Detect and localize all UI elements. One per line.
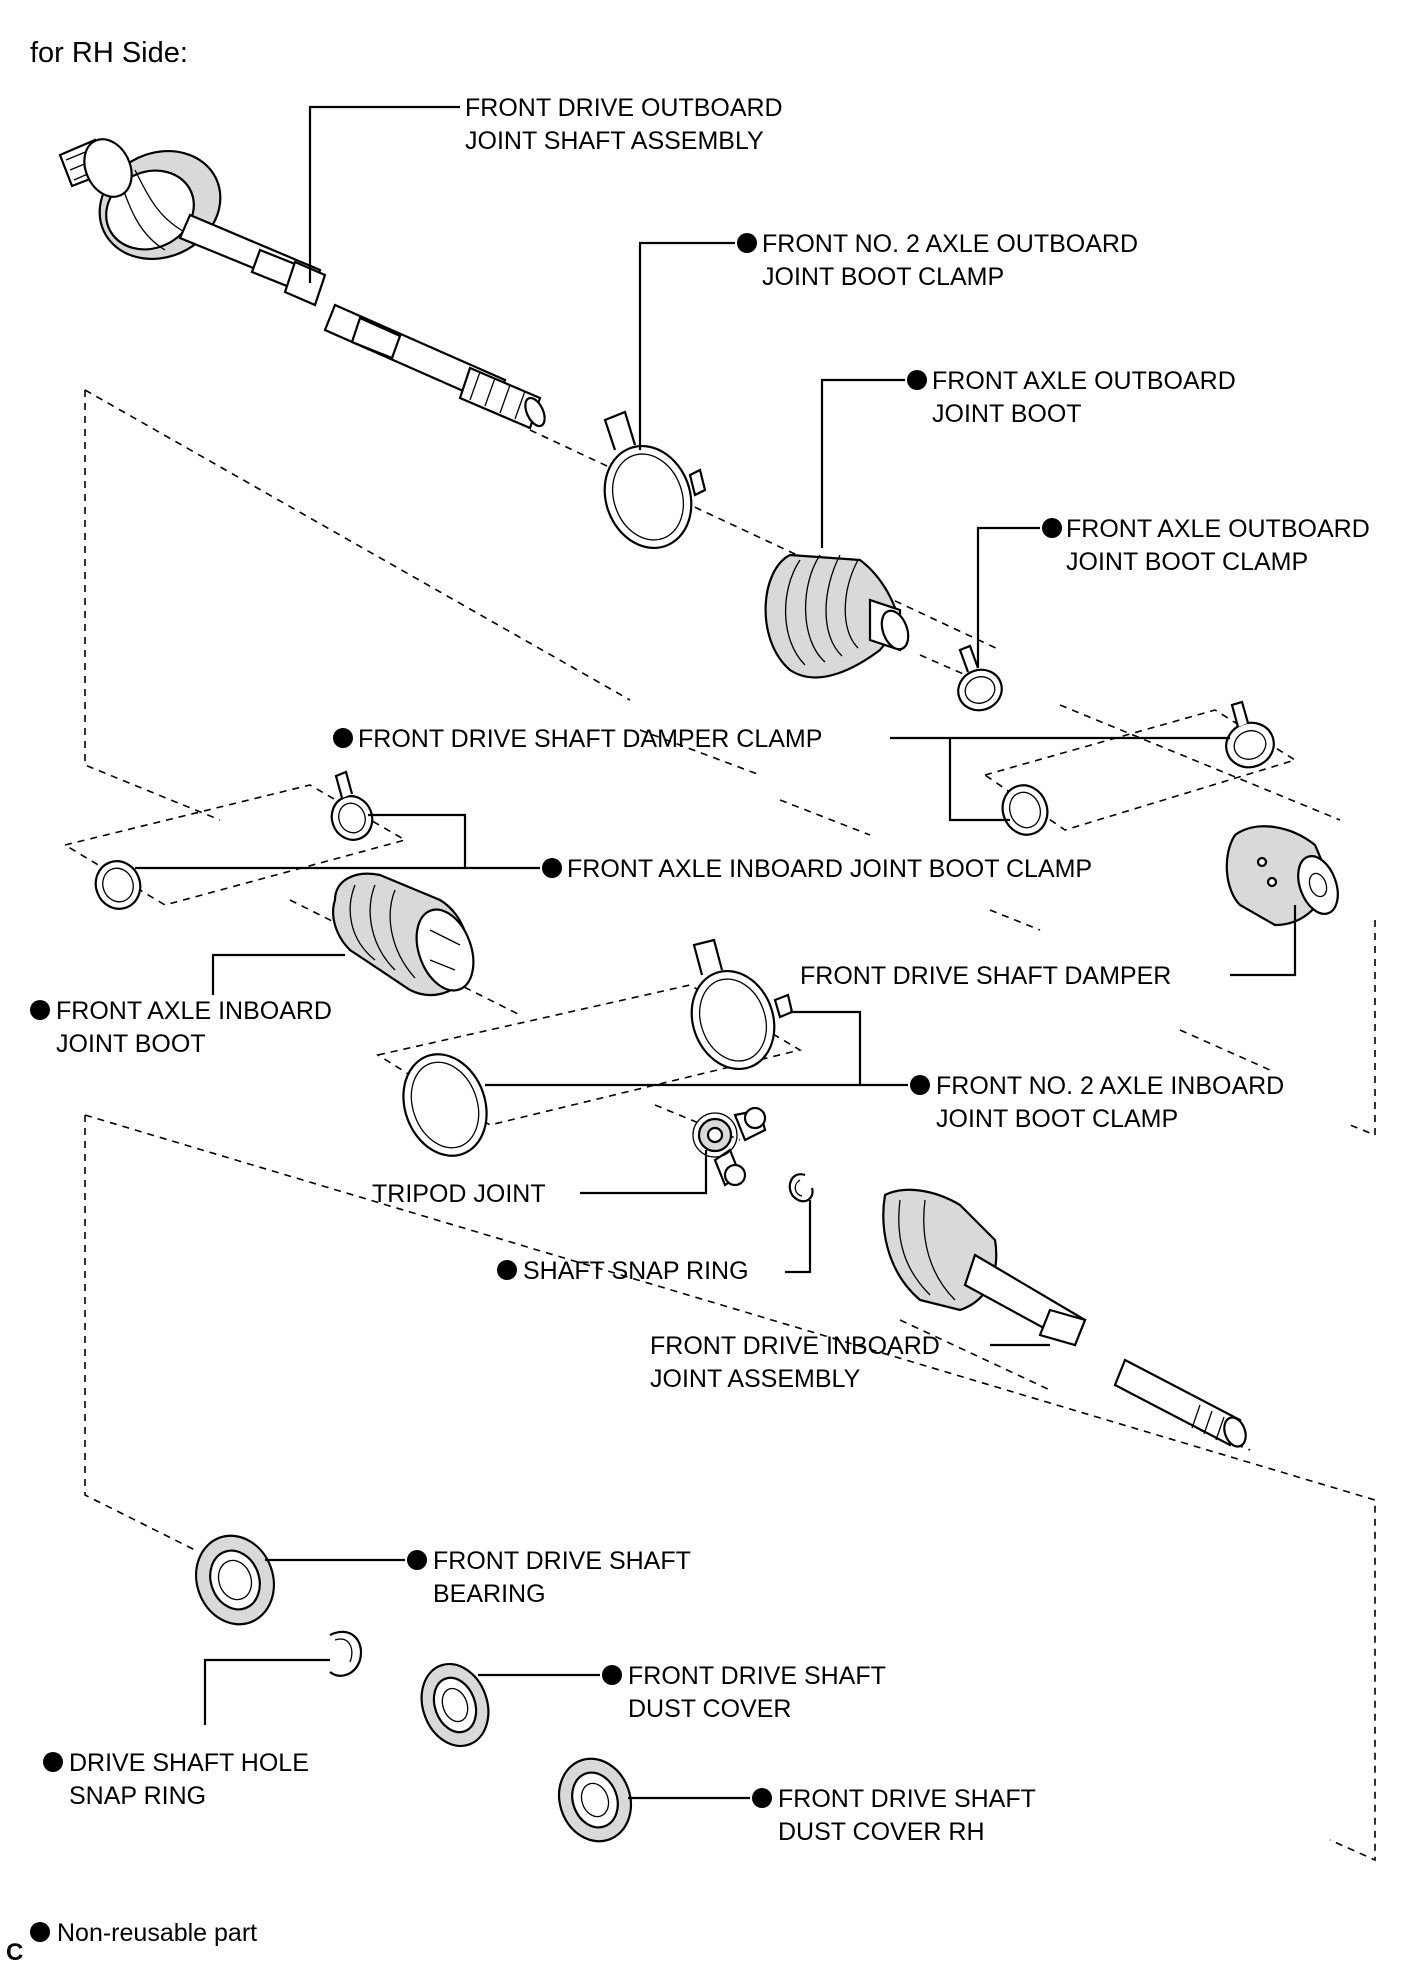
label-damper: FRONT DRIVE SHAFT DAMPER: [800, 962, 1171, 990]
dashed-guide-lines: [62, 389, 1376, 1862]
hole-snap-ring-drawing: [329, 1630, 363, 1677]
dust-cover-rh-drawing: [558, 1757, 632, 1843]
label-dust-cover-rh-1: FRONT DRIVE SHAFT: [778, 1785, 1036, 1813]
shaft-snap-ring-drawing: [788, 1173, 814, 1203]
damper-drawing: [1225, 825, 1339, 927]
label-hole-snap-ring-2: SNAP RING: [69, 1782, 206, 1810]
label-bearing-2: BEARING: [433, 1580, 546, 1608]
label-tripod: TRIPOD JOINT: [372, 1180, 546, 1208]
non-reusable-markers: [30, 233, 1062, 1942]
inboard-boot-clamp-drawings: [94, 770, 374, 910]
label-damper-clamp: FRONT DRIVE SHAFT DAMPER CLAMP: [358, 725, 822, 753]
bearing-drawing: [195, 1534, 275, 1626]
label-outboard-boot-clamp-1: FRONT AXLE OUTBOARD: [1066, 515, 1370, 543]
labels: FRONT DRIVE OUTBOARD JOINT SHAFT ASSEMBL…: [56, 94, 1370, 1846]
tripod-joint-drawing: [692, 1106, 767, 1187]
label-dust-cover-1: FRONT DRIVE SHAFT: [628, 1662, 886, 1690]
label-dust-cover-2: DUST COVER: [628, 1695, 791, 1723]
footer-code: C: [6, 1939, 23, 1963]
label-inboard-boot-1: FRONT AXLE INBOARD: [56, 997, 332, 1025]
no2-outboard-clamp-drawing: [603, 410, 707, 550]
leader-lines: [135, 105, 1297, 1800]
outboard-joint-shaft-drawing: [58, 138, 546, 430]
label-inboard-boot-clamp: FRONT AXLE INBOARD JOINT BOOT CLAMP: [567, 855, 1092, 883]
label-inboard-boot-2: JOINT BOOT: [56, 1030, 206, 1058]
label-outboard-boot-clamp-2: JOINT BOOT CLAMP: [1066, 548, 1308, 576]
label-bearing-1: FRONT DRIVE SHAFT: [433, 1547, 691, 1575]
label-no2-inboard-clamp-2: JOINT BOOT CLAMP: [936, 1105, 1178, 1133]
label-outboard-shaft-1: FRONT DRIVE OUTBOARD: [465, 94, 783, 122]
outboard-boot-clamp-drawing: [957, 644, 1003, 712]
no2-inboard-clamp-drawings: [402, 938, 794, 1157]
dust-cover-drawing: [420, 1662, 490, 1748]
legend-text: Non-reusable part: [57, 1919, 257, 1947]
label-snap-ring: SHAFT SNAP RING: [523, 1257, 749, 1285]
label-outboard-shaft-2: JOINT SHAFT ASSEMBLY: [465, 127, 764, 155]
label-inboard-joint-2: JOINT ASSEMBLY: [650, 1365, 861, 1393]
inboard-boot-drawing: [332, 872, 475, 997]
label-dust-cover-rh-2: DUST COVER RH: [778, 1818, 985, 1846]
label-no2-outboard-clamp-1: FRONT NO. 2 AXLE OUTBOARD: [762, 230, 1138, 258]
label-hole-snap-ring-1: DRIVE SHAFT HOLE: [69, 1749, 309, 1777]
outboard-boot-drawing: [764, 553, 910, 679]
label-inboard-joint-1: FRONT DRIVE INBOARD: [650, 1332, 940, 1360]
damper-clamp-drawings: [1001, 700, 1275, 836]
label-outboard-boot-1: FRONT AXLE OUTBOARD: [932, 367, 1236, 395]
inboard-joint-drawing: [882, 1188, 1247, 1448]
label-no2-outboard-clamp-2: JOINT BOOT CLAMP: [762, 263, 1004, 291]
label-outboard-boot-2: JOINT BOOT: [932, 400, 1082, 428]
diagram-title: for RH Side:: [30, 37, 188, 69]
label-no2-inboard-clamp-1: FRONT NO. 2 AXLE INBOARD: [936, 1072, 1284, 1100]
